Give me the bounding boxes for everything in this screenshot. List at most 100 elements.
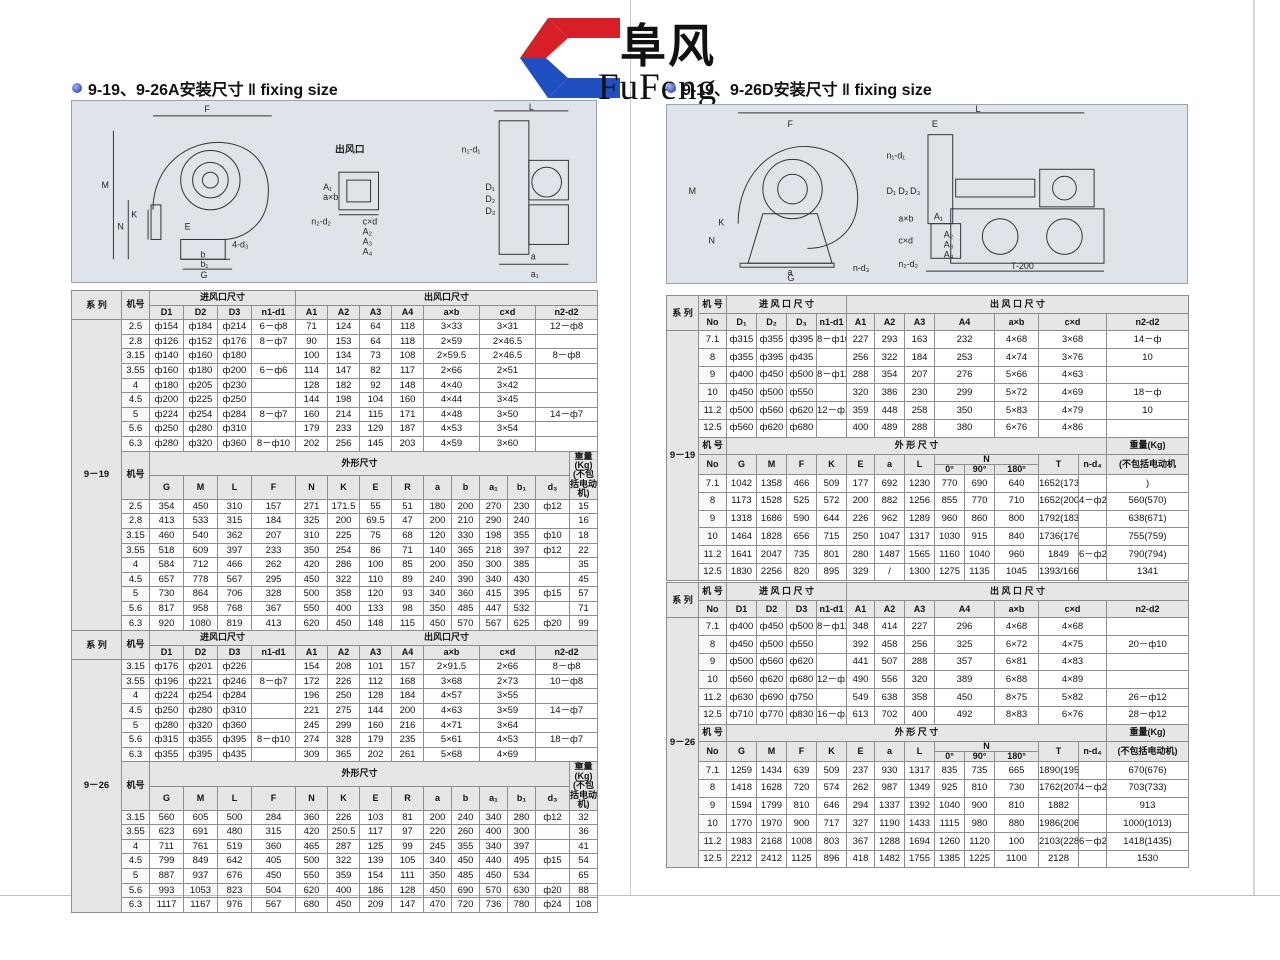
table-cell: c×d (479, 304, 537, 321)
table-cell: 418 (846, 849, 876, 869)
table-cell: 1135 (964, 562, 996, 582)
table-cell: 3.55 (121, 362, 150, 379)
inlet-header: 进 风 口 尺 寸 (725, 582, 848, 601)
table-cell: 400 (327, 882, 361, 899)
table-cell: 1762(2078) (1038, 778, 1080, 798)
table-cell: ф284 (217, 406, 252, 423)
table-cell: 4×86 (1038, 418, 1108, 438)
table-cell: 1117 (149, 897, 184, 913)
table-cell: ф360 (217, 435, 252, 452)
series-name: 9－26 (666, 617, 699, 869)
table-cell: ф221 (183, 673, 218, 690)
table-cell: A2 (327, 304, 361, 321)
table-cell: 2.8 (121, 333, 150, 350)
table-cell: 10 (1106, 348, 1190, 367)
table-cell: 117 (391, 362, 425, 379)
table-cell (1106, 365, 1190, 385)
table-cell: 65 (569, 867, 599, 884)
table-cell: ф310 (217, 703, 252, 719)
table-cell: 1799 (756, 796, 787, 816)
svg-text:A₃: A₃ (944, 239, 954, 249)
table-cell: ф12 (535, 498, 571, 515)
table-cell: n2-d2 (1106, 312, 1190, 332)
table-cell: c×d (1038, 312, 1108, 332)
series-name: 9－26 (71, 659, 122, 913)
table-cell: 1433 (904, 814, 936, 833)
table-cell: ф225 (183, 392, 218, 408)
table-cell: E (359, 474, 393, 500)
table-cell: a (423, 785, 453, 811)
table-cell (815, 688, 848, 707)
table-cell (250, 377, 297, 394)
table-cell: 3×60 (479, 435, 537, 452)
table-cell: 1434 (756, 761, 787, 780)
table-cell: 233 (327, 421, 361, 437)
svg-text:A₁: A₁ (323, 182, 332, 192)
table-cell: ф620 (756, 670, 787, 690)
table-cell: ф196 (149, 673, 184, 690)
table-cell: 202 (295, 435, 329, 452)
table-cell: 358 (904, 688, 936, 707)
table-cell: 400 (479, 824, 509, 840)
table-cell: 104 (359, 392, 393, 408)
table-cell: ф310 (217, 421, 252, 437)
table-cell: 128 (295, 377, 329, 394)
table-cell: ф355 (726, 348, 757, 367)
table-cell: No (698, 454, 727, 476)
table-cell: 2×66 (479, 659, 537, 675)
table-cell: 300 (507, 824, 537, 840)
table-cell: ф500 (726, 401, 757, 420)
table-cell (250, 746, 297, 763)
table-cell: a×b (423, 644, 481, 661)
svg-text:n₁-d₁: n₁-d₁ (886, 150, 905, 160)
table-cell: 315 (217, 513, 252, 529)
svg-text:a×b: a×b (898, 214, 913, 224)
table-cell: 315 (250, 824, 297, 840)
table-cell: 4×79 (1038, 401, 1108, 420)
table-cell: A4 (934, 312, 996, 332)
table-cell: / (874, 562, 906, 582)
table-cell: 800 (994, 509, 1040, 529)
table-cell: 1318 (726, 509, 757, 529)
svg-text:a₁: a₁ (531, 269, 539, 279)
table-cell: ф152 (183, 333, 218, 350)
table-cell: c×d (1038, 599, 1108, 619)
table-cell: ф450 (726, 383, 757, 403)
table-cell: 540 (183, 527, 218, 544)
table-cell: 179 (359, 732, 393, 748)
svg-text:G: G (200, 270, 207, 280)
table-cell: 2168 (756, 831, 787, 851)
svg-text:G: G (788, 273, 795, 283)
table-cell: 930 (874, 761, 906, 780)
table-cell: 288 (846, 365, 876, 385)
table-cell: 2128 (1038, 849, 1080, 869)
table-cell: 623 (149, 824, 184, 840)
table-cell: ф630 (726, 688, 757, 707)
table-cell: 711 (149, 838, 184, 855)
table-cell: 1986(2067) (1038, 814, 1080, 833)
machine-no-header: 机号 (121, 450, 150, 500)
table-header-row: 机号外形尺寸重量(Kg)(不包括电动机) (72, 761, 599, 811)
series-name: 9－19 (71, 319, 122, 632)
table-cell: 397 (507, 838, 537, 855)
table-cell: 200 (423, 557, 453, 573)
table-cell: 157 (250, 498, 297, 515)
table-cell: 350 (295, 542, 329, 559)
table-cell: 560(570) (1106, 491, 1190, 511)
table-cell: 92 (359, 377, 393, 394)
table-cell: 225 (327, 527, 361, 544)
table-cell: 8－ф7 (250, 673, 297, 690)
table-cell: 360 (451, 586, 481, 602)
table-cell: ф770 (756, 705, 787, 725)
svg-text:E: E (932, 119, 938, 129)
svg-text:n₁-d₁: n₁-d₁ (462, 144, 481, 154)
table-cell: ф154 (149, 319, 184, 335)
